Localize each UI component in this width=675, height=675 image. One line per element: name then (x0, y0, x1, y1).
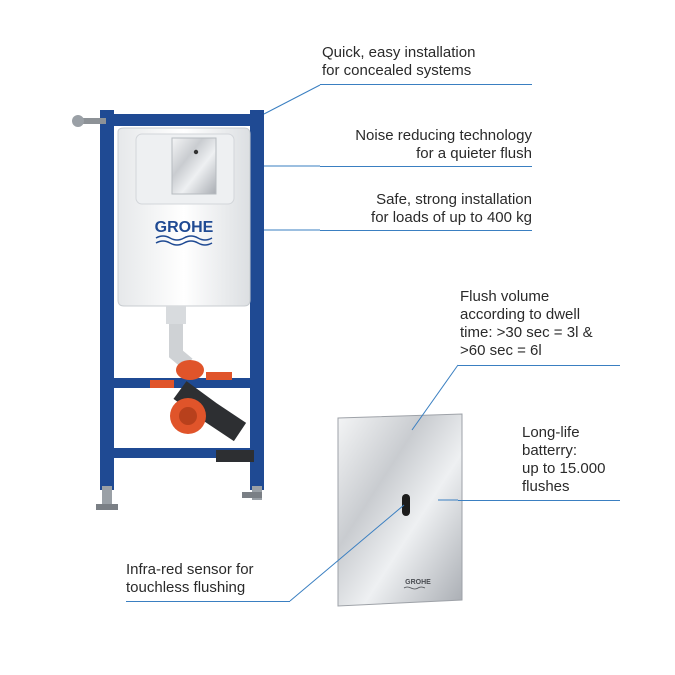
infrared-sensor-icon (402, 494, 410, 516)
plate-logo: GROHE (405, 579, 431, 586)
grohe-logo: GROHE (155, 219, 214, 236)
callout-installation: Quick, easy installation for concealed s… (322, 44, 476, 79)
rule-strong (320, 230, 532, 231)
flush-pipes (150, 306, 254, 462)
rule-installation (320, 84, 532, 85)
cistern: GROHE (117, 127, 251, 307)
callout-noise: Noise reducing technology for a quieter … (355, 127, 532, 162)
installation-frame (72, 110, 264, 510)
rule-sensor (126, 601, 290, 602)
leader-lines (263, 84, 459, 602)
flush-plate: GROHE (337, 413, 463, 607)
callout-flush-volume: Flush volume according to dwell time: >3… (460, 288, 593, 359)
callout-battery: Long-life batterry: up to 15.000 flushes (522, 424, 606, 495)
rule-noise (320, 166, 532, 167)
callout-strong: Safe, strong installation for loads of u… (371, 191, 532, 226)
rule-battery (458, 500, 620, 501)
callout-sensor: Infra-red sensor for touchless flushing (126, 561, 254, 596)
rule-flush-volume (458, 365, 620, 366)
